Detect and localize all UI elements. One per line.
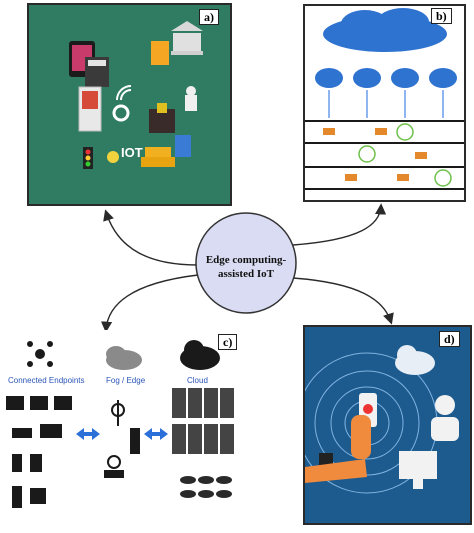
- arrow-to-c: [100, 274, 199, 333]
- edge-cloud-icons: [315, 68, 457, 88]
- arm-icon: [305, 459, 367, 483]
- tag-a: a): [199, 9, 219, 25]
- calculator-icon: [85, 57, 109, 87]
- fog-edge-label: Fog / Edge: [106, 376, 146, 385]
- main-cloud-icon: [323, 8, 447, 52]
- panel-d-health: d): [303, 325, 472, 525]
- database-icons: [180, 476, 232, 498]
- tag-d: d): [439, 331, 460, 347]
- wallet-icon: [149, 103, 175, 133]
- wifi-icon: [116, 85, 132, 101]
- card-icon: [151, 41, 169, 65]
- router-icon: [104, 455, 124, 478]
- smartwatch-icon: [319, 453, 333, 465]
- link-arrows: [328, 90, 444, 118]
- gear-icon: [112, 104, 130, 122]
- panel-b-network: b): [303, 4, 466, 202]
- monitor-icon: [399, 451, 437, 489]
- hand-icon: [351, 415, 371, 459]
- doctor-icon: [431, 395, 459, 441]
- car-icon: [175, 135, 191, 157]
- tablet-icon: [78, 86, 102, 132]
- center-title-line1: Edge computing-: [205, 254, 287, 266]
- double-arrow-left: [76, 428, 100, 440]
- panel-a-iot: IOT a): [27, 3, 232, 206]
- coverage-rings: [358, 123, 452, 187]
- center-title-line2: assisted IoT: [218, 268, 274, 280]
- iot-label: IOT: [121, 145, 143, 160]
- switch-icon: [130, 428, 140, 454]
- cloud-label: Cloud: [187, 376, 208, 385]
- fog-cloud-icon: [106, 346, 142, 370]
- panel-c-architecture: Connected Endpoints Fog / Edge Cloud c): [0, 330, 242, 528]
- gold-bars-icon: [141, 147, 175, 167]
- arrow-to-d: [292, 277, 394, 325]
- health-illustration: [305, 345, 459, 494]
- cloud-icon: [395, 345, 435, 375]
- arrow-to-a: [103, 209, 199, 266]
- endpoint-device-icons: [6, 396, 72, 508]
- tag-c: c): [218, 334, 238, 350]
- tower-icon: [111, 400, 125, 426]
- lightbulb-icon: [107, 151, 119, 163]
- tag-b: b): [431, 8, 452, 24]
- robot-icon: [185, 86, 197, 111]
- vehicle-icons: [323, 128, 427, 181]
- iot-illustration: [69, 21, 203, 169]
- hub-icon: [27, 341, 53, 367]
- traffic-light-icon: [83, 147, 93, 169]
- connected-endpoints-label: Connected Endpoints: [8, 376, 85, 385]
- road-lanes: [305, 120, 464, 190]
- network-illustration: [305, 8, 464, 190]
- arrow-to-b: [292, 203, 387, 246]
- server-rack-icons: [172, 388, 234, 454]
- bank-icon: [171, 21, 203, 55]
- center-title: Edge computing- assisted IoT: [196, 253, 296, 281]
- architecture-illustration: [6, 340, 234, 508]
- cloud-icon: [180, 340, 220, 370]
- double-arrow-right: [144, 428, 168, 440]
- center-circle: [195, 212, 297, 314]
